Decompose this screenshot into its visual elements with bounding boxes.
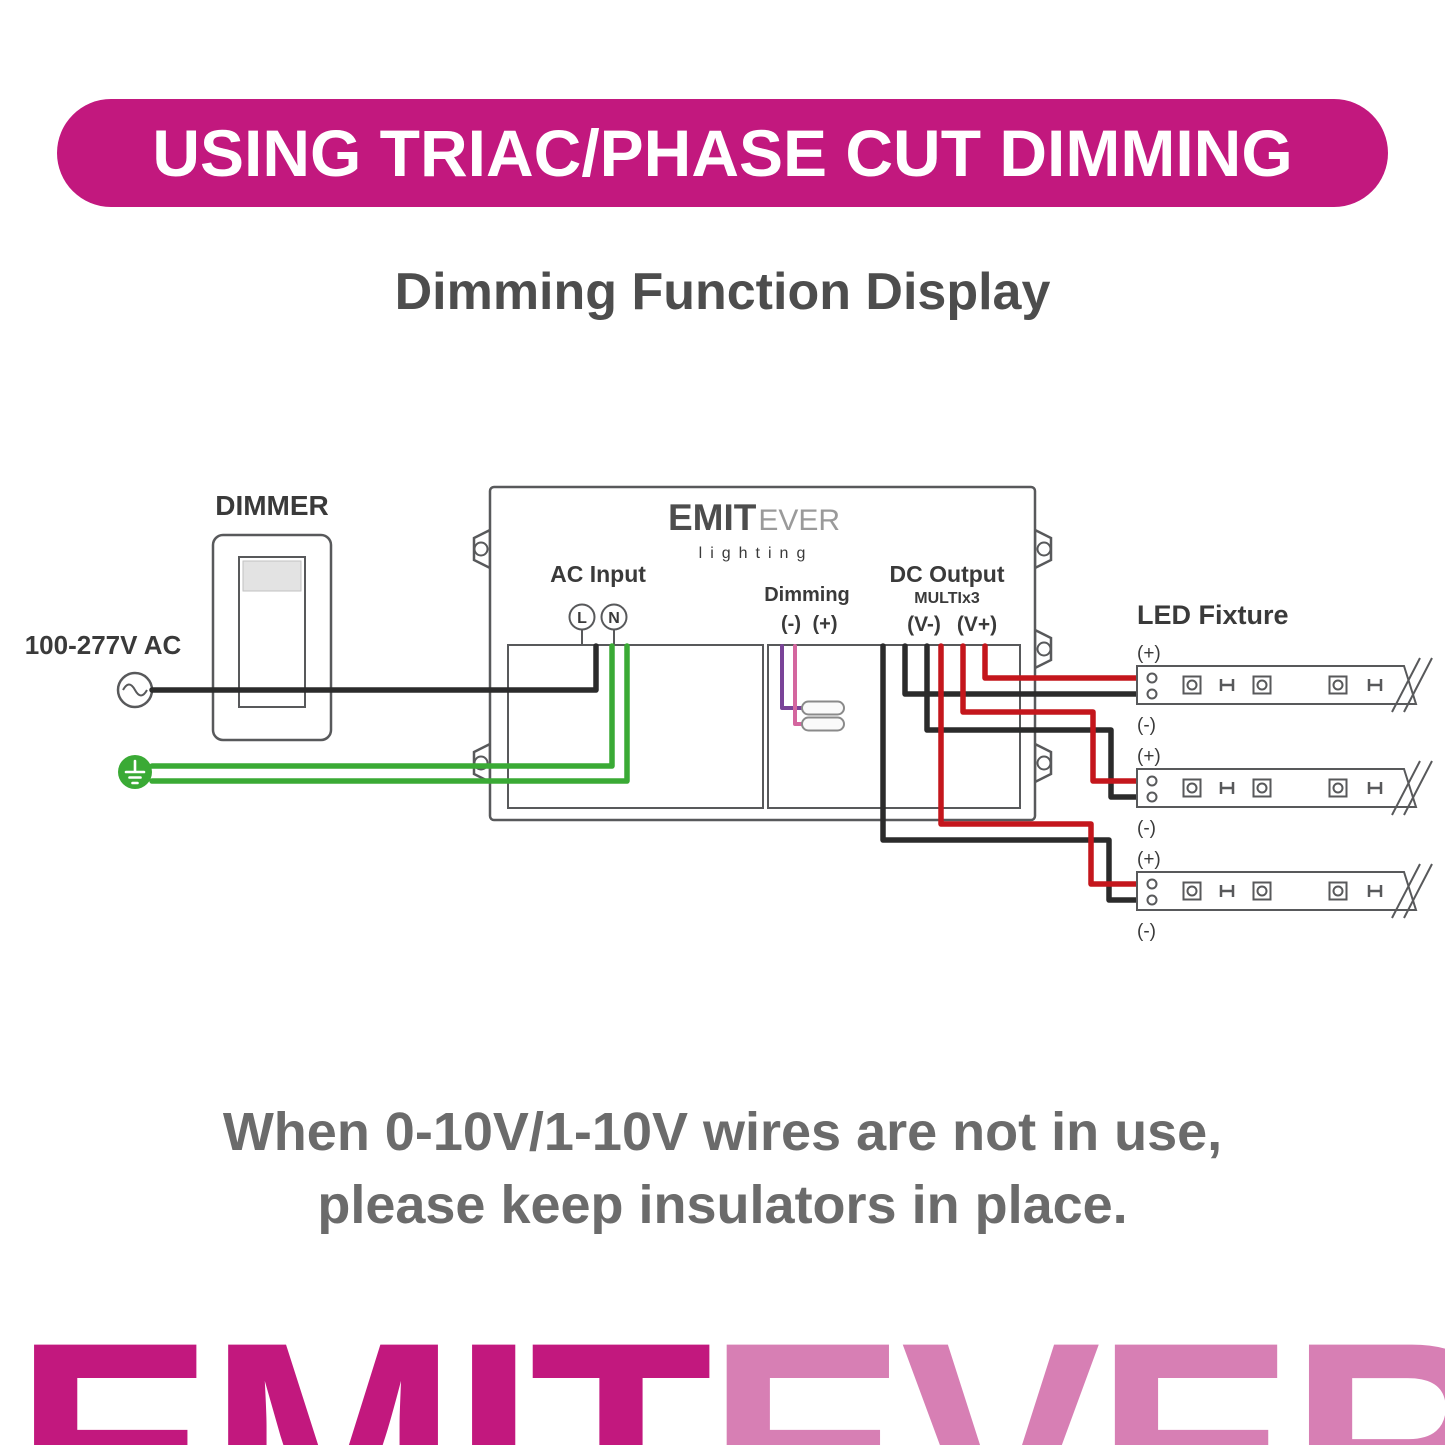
solder-pad [1146, 672, 1158, 684]
led-chip [1328, 881, 1348, 901]
resistor-icon [1219, 782, 1235, 794]
dc-output-label: DC Output [890, 561, 1005, 587]
brand-watermark: EMITEVER [0, 1297, 1445, 1445]
break-mark [1391, 657, 1433, 713]
sine-wave-icon [122, 683, 148, 697]
ac-input-label: AC Input [550, 561, 646, 587]
brand-tagline: lighting [699, 545, 814, 562]
wire-dim-pos [793, 644, 804, 726]
led-chip [1182, 881, 1202, 901]
wire-dc-neg-3 [880, 643, 1151, 903]
wire-dc-neg-2 [924, 643, 1151, 800]
banner-title: USING TRIAC/PHASE CUT DIMMING [152, 116, 1293, 190]
led-chip [1182, 778, 1202, 798]
strip-neg-label: (-) [1137, 818, 1156, 839]
wire-dc-pos-1 [982, 643, 1151, 681]
resistor-icon [1367, 782, 1383, 794]
screw-hole [1036, 755, 1052, 771]
led-chip [1252, 675, 1272, 695]
terminal-l-label: L [577, 610, 587, 627]
footer-note-line2: please keep insulators in place. [317, 1174, 1128, 1235]
ac-source: 100-277V AC [25, 630, 182, 709]
solder-pad [1146, 688, 1158, 700]
dc-output-model: MULTIx3 [914, 590, 980, 607]
watermark-text: EMITEVER [14, 1297, 1445, 1445]
led-strip-3: (+) (-) [1136, 849, 1433, 942]
dimming-pos-label: (+) [813, 613, 838, 635]
output-compartment [767, 644, 1021, 809]
page-subtitle: Dimming Function Display [394, 263, 1051, 321]
led-chip [1252, 778, 1272, 798]
dc-neg-label: (V-) [907, 613, 941, 636]
screw-hole [1036, 541, 1052, 557]
watermark-secondary: EVER [707, 1297, 1445, 1445]
led-fixture-label: LED Fixture [1137, 600, 1289, 630]
solder-pad [1146, 775, 1158, 787]
led-chip [1328, 778, 1348, 798]
strip-pos-label: (+) [1137, 849, 1161, 870]
dimmer-rocker-top [242, 560, 302, 592]
insulator-cap-1 [801, 700, 845, 716]
ground-icon [118, 755, 152, 789]
dimmer-label: DIMMER [215, 490, 329, 521]
footer-note-line1: When 0-10V/1-10V wires are not in use, [222, 1102, 1223, 1162]
dimming-label: Dimming [764, 584, 850, 606]
screw-hole [1036, 641, 1052, 657]
solder-pad [1146, 791, 1158, 803]
wire-dc-neg-1 [902, 643, 1151, 697]
break-mark [1391, 760, 1433, 816]
wire-dc-pos-2 [960, 643, 1151, 784]
watermark-primary: EMIT [14, 1297, 713, 1445]
terminal-n-label: N [608, 610, 620, 627]
screw-hole [473, 541, 489, 557]
led-chip [1328, 675, 1348, 695]
insulator-cap-2 [801, 716, 845, 732]
terminal-l [568, 603, 596, 631]
wire-dc-pos-3 [938, 643, 1151, 887]
terminal-n [600, 603, 628, 631]
ac-input-compartment [507, 644, 764, 809]
led-strip-1: (+) (-) [1136, 643, 1433, 736]
wire-ground-2 [149, 643, 630, 784]
resistor-icon [1219, 679, 1235, 691]
resistor-icon [1367, 885, 1383, 897]
banner: USING TRIAC/PHASE CUT DIMMING [57, 99, 1388, 207]
terminal-stubs [581, 630, 615, 645]
led-chip [1252, 881, 1272, 901]
strip-neg-label: (-) [1137, 921, 1156, 942]
led-strip-2: (+) (-) [1136, 746, 1433, 839]
led-chip [1182, 675, 1202, 695]
strip-pos-label: (+) [1137, 746, 1161, 767]
dc-pos-label: (V+) [957, 613, 997, 636]
dimming-neg-label: (-) [781, 613, 801, 635]
ac-voltage-label: 100-277V AC [25, 630, 182, 660]
strip-neg-label: (-) [1137, 715, 1156, 736]
solder-pad [1146, 894, 1158, 906]
footer-note: When 0-10V/1-10V wires are not in use, p… [0, 1096, 1445, 1242]
strip-pos-label: (+) [1137, 643, 1161, 664]
brand-logo: EMITEVER [668, 497, 840, 538]
resistor-icon [1219, 885, 1235, 897]
resistor-icon [1367, 679, 1383, 691]
wire-ground-1 [149, 643, 615, 769]
dimmer-switch: DIMMER [211, 490, 333, 742]
break-mark [1391, 863, 1433, 919]
solder-pad [1146, 878, 1158, 890]
wire-hot [149, 643, 599, 693]
